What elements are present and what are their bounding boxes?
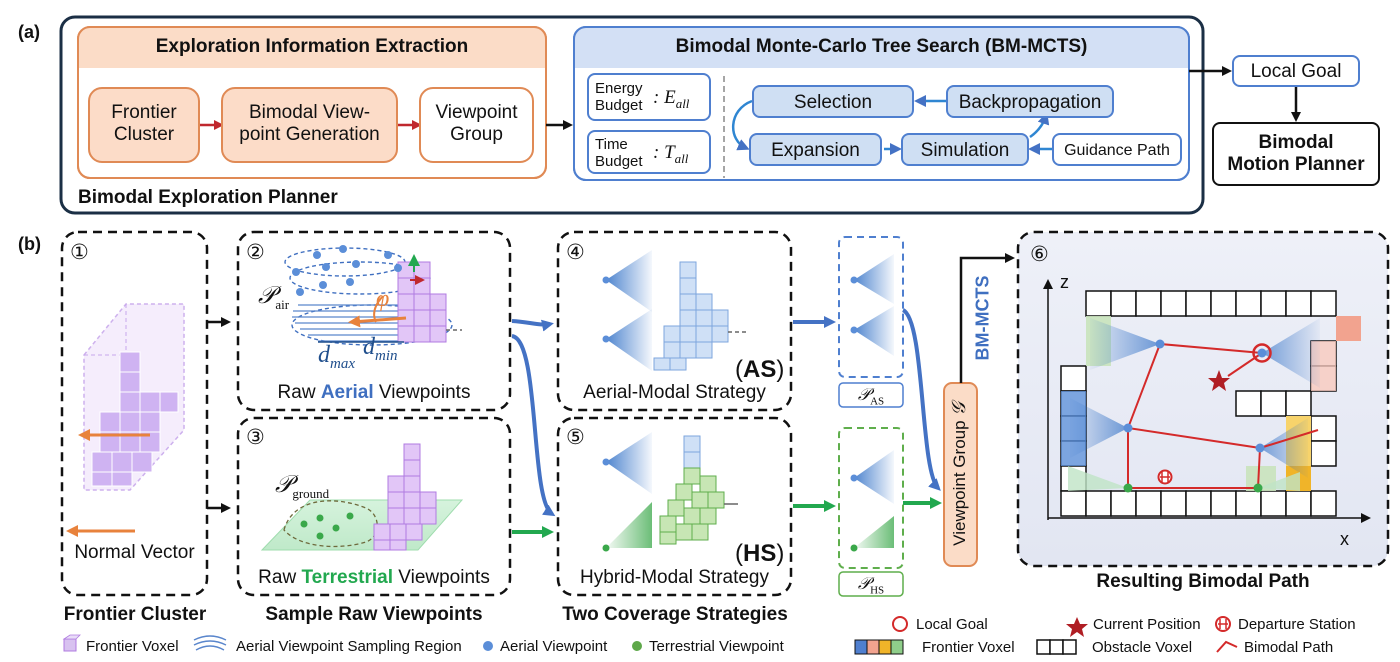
resulting-path-label: Resulting Bimodal Path [1096,571,1310,592]
mcts-title: Bimodal Monte-Carlo Tree Search (BM-MCTS… [675,36,1088,57]
part-a-tag: (a) [18,22,40,42]
p-ground-symbol: 𝒫ground [275,472,330,501]
viewpoint-generation-node: Bimodal View-point Generation [221,87,398,163]
dmax-symbol: dmax [318,342,355,372]
planner-title: Bimodal Exploration Planner [78,187,338,208]
legend-terrestrial-viewpoint: Terrestrial Viewpoint [649,638,784,655]
hybrid-strategy-illustration [602,432,738,552]
phi-symbol: φ [376,286,390,312]
viewpoint-group-label: Viewpoint Group 𝒢 [949,402,970,546]
aerial-sampling-illustration [284,245,462,346]
local-goal-node: Local Goal [1232,55,1360,87]
legend-local-goal: Local Goal [916,616,988,633]
part-b-tag: (b) [18,234,41,254]
axis-z-label: z [1060,272,1069,292]
simulation-node: Simulation [901,133,1029,166]
as-tag: (AS) [735,356,785,383]
two-coverage-label: Two Coverage Strategies [562,604,788,625]
panel5-num: ⑤ [566,426,585,449]
aerial-strategy-illustration [602,250,746,371]
hs-tag: (HS) [735,540,785,567]
legend-aerial-region: Aerial Viewpoint Sampling Region [236,638,462,655]
legend-current-position: Current Position [1093,616,1201,633]
panel3-num: ③ [246,426,265,449]
raw-aerial-caption: Raw Aerial Viewpoints [277,382,471,403]
hybrid-strategy-caption: Hybrid-Modal Strategy [579,567,770,588]
bm-mcts-label: BM-MCTS [972,275,993,361]
panel4-num: ④ [566,241,585,264]
axis-x-label: x [1340,529,1349,549]
dmin-symbol: dmin [363,334,398,364]
legend-frontier-voxel-colored: Frontier Voxel [922,639,1015,656]
legend-glyphs [62,616,1238,655]
legend-obstacle-voxel: Obstacle Voxel [1092,639,1193,656]
panel6-num: ⑥ [1030,243,1049,266]
mcts-header [574,27,1189,68]
p-as-label: 𝒫AS [857,385,885,408]
guidance-path-node: Guidance Path [1052,133,1182,166]
legend-frontier-voxel: Frontier Voxel [86,638,179,655]
frontier-cluster-illustration [78,303,185,491]
result-grid-illustration [1043,279,1371,523]
selection-node: Selection [752,85,914,118]
backpropagation-node: Backpropagation [946,85,1114,118]
terrestrial-sampling-illustration [260,443,464,551]
expansion-node: Expansion [749,133,882,166]
frontier-cluster-label: Frontier Cluster [63,604,207,625]
p-hs-label: 𝒫HS [857,574,885,597]
raw-terrestrial-caption: Raw Terrestrial Viewpoints [258,567,490,588]
legend-aerial-viewpoint: Aerial Viewpoint [500,638,608,655]
eie-title: Exploration Information Extraction [155,36,469,57]
legend-departure-station: Departure Station [1238,616,1356,633]
normal-vector-caption: Normal Vector [74,542,195,563]
panel2-num: ② [246,241,265,264]
aerial-strategy-caption: Aerial-Modal Strategy [583,382,766,403]
legend-bimodal-path: Bimodal Path [1244,639,1334,656]
eie-header [78,27,546,68]
panel1-num: ① [70,241,89,264]
p-air-symbol: 𝒫air [258,283,290,312]
sample-raw-viewpoints-label: Sample Raw Viewpoints [265,604,483,625]
